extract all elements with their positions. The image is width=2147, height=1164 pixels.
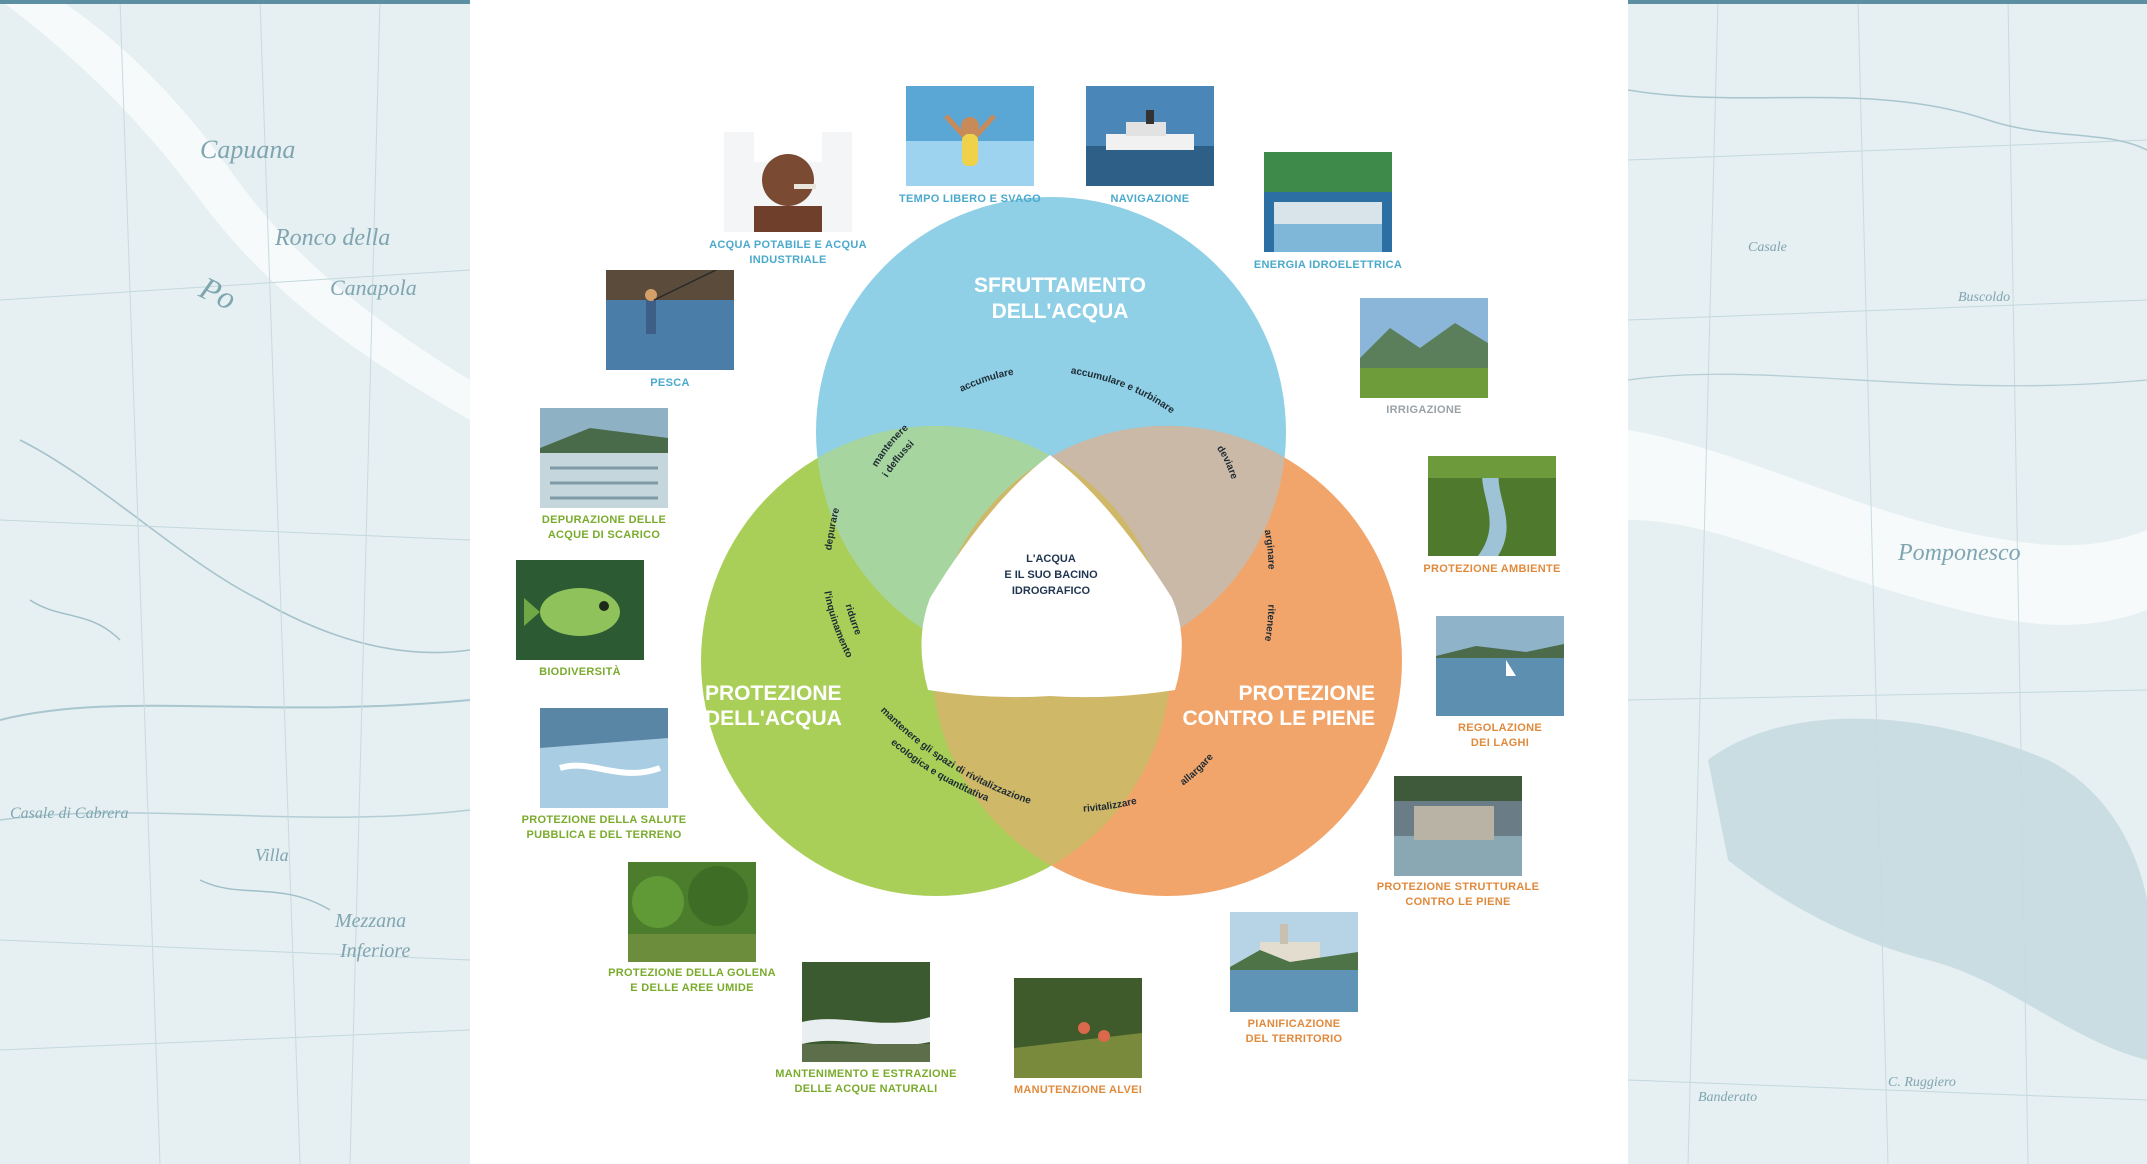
arc-label: ritenere <box>1262 604 1277 642</box>
map-label: C. Ruggiero <box>1888 1075 1956 1090</box>
title-protezione-piene-line-1: PROTEZIONE <box>1238 682 1375 705</box>
photo-caption: PESCA <box>650 377 690 389</box>
photo-golena <box>628 862 756 962</box>
photo-pianificazione <box>1230 912 1358 1012</box>
photo-depurazione <box>540 408 668 508</box>
photo-caption: NAVIGAZIONE <box>1110 193 1190 205</box>
title-sfruttamento-line-1: SFRUTTAMENTO <box>974 274 1146 297</box>
center-label-line-1: L'ACQUA <box>1026 553 1076 565</box>
map-drawing-left <box>0 0 470 1164</box>
photo-caption: MANUTENZIONE ALVEI <box>1013 1084 1143 1096</box>
map-drawing-right <box>1628 0 2147 1164</box>
photo-caption: ENERGIA IDROELETTRICA <box>1253 259 1403 271</box>
venn-diagram: L'ACQUA E IL SUO BACINO IDROGRAFICO SFRU… <box>701 197 1402 896</box>
map-background-right: Pomponesco Casale Buscoldo Banderato C. … <box>1628 0 2147 1164</box>
map-label: Canapola <box>330 275 417 300</box>
map-label: Villa <box>255 845 289 865</box>
photo-caption: IRRIGAZIONE <box>1386 404 1462 416</box>
map-label: Banderato <box>1698 1090 1758 1105</box>
photo-caption: PROTEZIONE AMBIENTE <box>1423 563 1561 575</box>
title-sfruttamento-line-2: DELL'ACQUA <box>992 300 1129 323</box>
arc-label: arginare <box>1262 529 1277 570</box>
photo-biodiversita <box>516 560 644 660</box>
photo-irrigazione <box>1360 298 1488 398</box>
map-label: Capuana <box>200 135 296 164</box>
photo-salute <box>540 708 668 808</box>
map-label: Casale di Cabrera <box>10 805 129 822</box>
photo-protezione-ambiente <box>1428 456 1556 556</box>
map-label: Inferiore <box>340 940 411 962</box>
photo-protezione-strutturale <box>1394 776 1522 876</box>
map-label: Ronco della <box>275 225 391 251</box>
photo-regolazione-laghi <box>1436 616 1564 716</box>
photo-caption: TEMPO LIBERO E SVAGO <box>898 193 1042 205</box>
title-protezione-piene-line-2: CONTRO LE PIENE <box>1182 707 1375 730</box>
map-background-left: Capuana Ronco della Po Canapola Casale d… <box>0 0 470 1164</box>
photo-manutenzione <box>1014 978 1142 1078</box>
center-area <box>921 455 1182 698</box>
map-label: Casale <box>1748 240 1787 255</box>
photo-pesca <box>606 270 734 370</box>
map-label: Buscoldo <box>1958 290 2011 305</box>
map-label: Mezzana <box>335 910 407 932</box>
map-label: Pomponesco <box>1898 540 2021 566</box>
title-protezione-acqua-line-1: PROTEZIONE <box>705 682 842 705</box>
photo-acqua-potabile <box>724 132 852 232</box>
photo-mantenimento <box>802 962 930 1062</box>
photo-energia <box>1264 152 1392 252</box>
photo-caption: BIODIVERSITÀ <box>539 666 621 678</box>
photo-navigazione <box>1086 86 1214 186</box>
title-protezione-acqua-line-2: DELL'ACQUA <box>705 707 842 730</box>
center-label-line-2: E IL SUO BACINO <box>1004 569 1098 581</box>
center-label-line-3: IDROGRAFICO <box>1012 585 1091 597</box>
photo-tempo-libero <box>906 86 1034 186</box>
diagram-panel: L'ACQUA E IL SUO BACINO IDROGRAFICO SFRU… <box>470 0 1628 1164</box>
